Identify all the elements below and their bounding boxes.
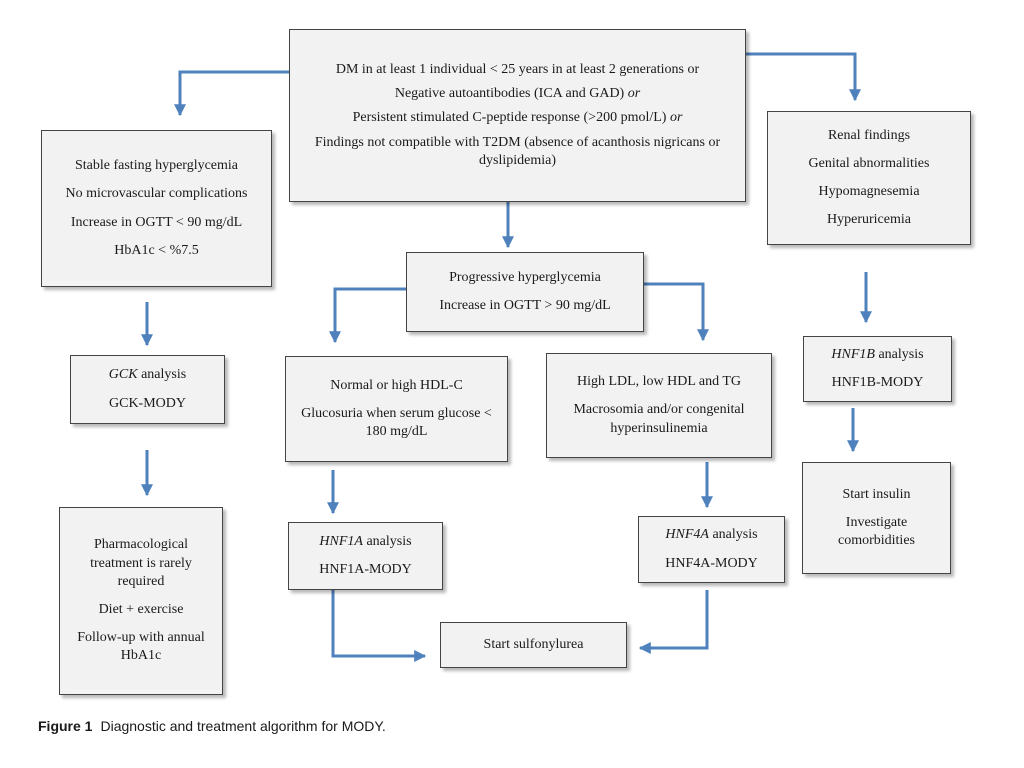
gck-analysis-label: GCK analysis [108,367,187,383]
start-insulin-box: Start insulin Investigate comorbidities [802,462,951,574]
hnf1a-analysis-label: HNF1A analysis [319,533,412,549]
stable-hyperglycemia-box: Stable fasting hyperglycemia No microvas… [41,130,272,287]
hdl-line-1: Normal or high HDL-C [330,377,463,393]
hnf4a-analysis-label: HNF4A analysis [665,527,758,543]
progressive-line-1: Progressive hyperglycemia [449,269,601,285]
figure-caption-text: Diagnostic and treatment algorithm for M… [100,718,386,734]
arrow-top-to-renal [746,52,861,102]
mody-criteria-box: DM in at least 1 individual < 25 years i… [289,29,746,202]
renal-line-3: Hypomagnesemia [818,184,920,199]
progressive-hyperglycemia-box: Progressive hyperglycemia Increase in OG… [406,252,644,332]
hnf4a-analysis-box: HNF4A analysis HNF4A-MODY [638,516,785,583]
hnf1b-analysis-box: HNF1B analysis HNF1B-MODY [803,336,952,402]
arrow-hnf4a-to-sulfonylurea [638,590,709,654]
hdl-line-2: Glucosuria when serum glucose < 180 mg/d… [301,405,492,440]
figure-number: Figure 1 [38,718,93,734]
renal-line-1: Renal findings [827,127,911,143]
gck-mody-label: GCK-MODY [109,395,186,411]
start-sulfonylurea-box: Start sulfonylurea [440,622,627,668]
renal-line-2: Genital abnormalities [808,155,930,171]
ldl-findings-box: High LDL, low HDL and TG Macrosomia and/… [546,353,772,458]
arrow-progressive-to-hdl [329,287,406,344]
arrow-top-to-stable [174,70,290,117]
hdl-findings-box: Normal or high HDL-C Glucosuria when ser… [285,356,508,462]
stable-line-4: HbA1c < %7.5 [114,242,199,258]
arrow-progressive-to-ldl [644,282,709,342]
insulin-line-1: Start insulin [842,486,911,502]
stable-line-3: Increase in OGTT < 90 mg/dL [70,214,243,230]
pharm-line-3: Follow-up with annual HbA1c [77,630,205,664]
renal-findings-box: Renal findings Genital abnormalities Hyp… [767,111,971,245]
insulin-line-2: Investigate comorbidities [838,514,915,549]
progressive-line-2: Increase in OGTT > 90 mg/dL [439,298,611,313]
hnf1b-mody-label: HNF1B-MODY [831,375,924,390]
ldl-line-1: High LDL, low HDL and TG [576,374,742,390]
stable-line-2: No microvascular complications [65,186,248,202]
figure-caption: Figure 1 Diagnostic and treatment algorit… [38,718,386,734]
ldl-line-2: Macrosomia and/or congenital hyperinsuli… [573,402,745,436]
stable-line-1: Stable fasting hyperglycemia [74,158,239,174]
gck-analysis-box: GCK analysis GCK-MODY [70,355,225,424]
renal-line-4: Hyperuricemia [827,212,911,228]
sulfonylurea-label: Start sulfonylurea [483,636,584,652]
pharm-treatment-box: Pharmacological treatment is rarely requ… [59,507,223,695]
criteria-line-1: DM in at least 1 individual < 25 years i… [335,62,700,78]
criteria-line-3: Persistent stimulated C-peptide response… [352,110,683,126]
criteria-line-2: Negative autoantibodies (ICA and GAD) or [394,86,641,102]
hnf4a-mody-label: HNF4A-MODY [665,555,758,571]
hnf1a-mody-label: HNF1A-MODY [319,562,412,577]
pharm-line-1: Pharmacological treatment is rarely requ… [90,537,192,589]
hnf1a-analysis-box: HNF1A analysis HNF1A-MODY [288,522,443,590]
pharm-line-2: Diet + exercise [98,602,184,617]
arrow-hnf1a-to-sulfonylurea [331,590,427,662]
criteria-line-4: Findings not compatible with T2DM (absen… [314,134,721,168]
hnf1b-analysis-label: HNF1B analysis [831,346,924,362]
